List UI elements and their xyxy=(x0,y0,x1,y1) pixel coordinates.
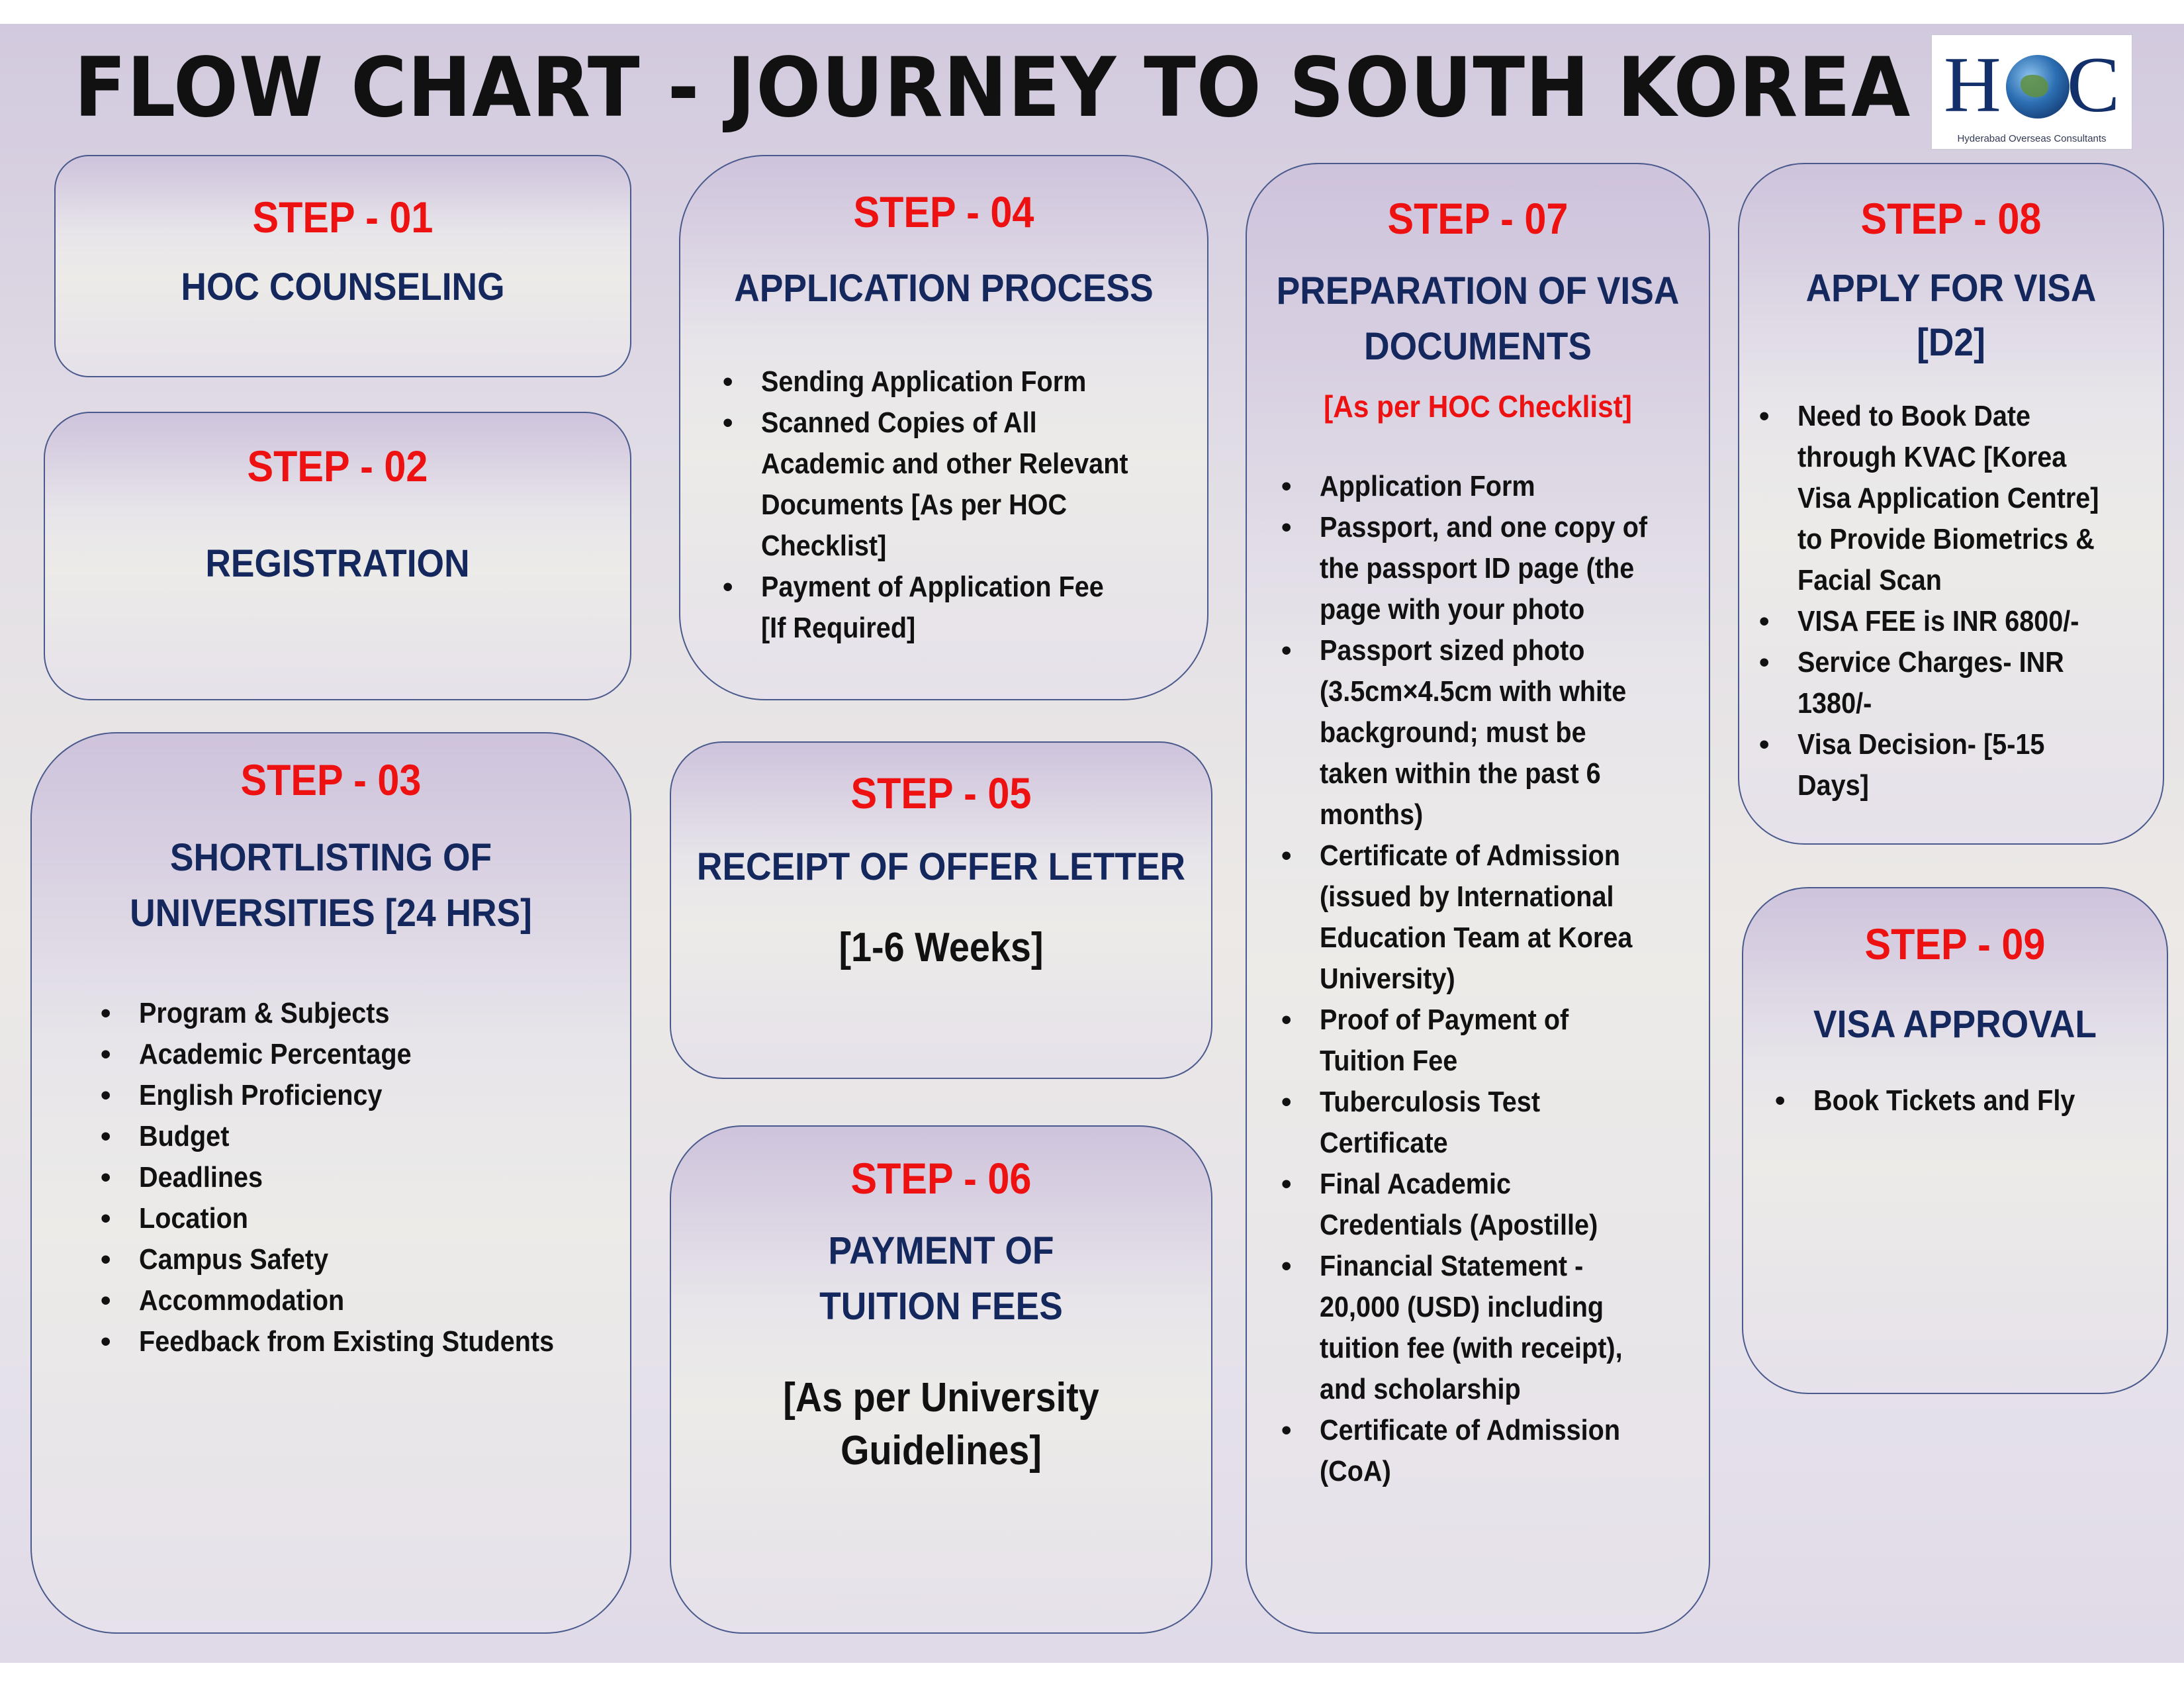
list-item: Application Form xyxy=(1281,466,1698,507)
step-08-box: STEP - 08 APPLY FOR VISA [D2] Need to Bo… xyxy=(1738,163,2164,845)
list-item: Tuberculosis Test Certificate xyxy=(1281,1082,1698,1164)
list-item: Need to Book Date through KVAC [Korea Vi… xyxy=(1759,396,2156,601)
step-heading-line-2: UNIVERSITIES [24 HRS] xyxy=(130,892,532,935)
step-heading-line-1: APPLY FOR VISA xyxy=(1805,267,2097,310)
step-number: STEP - 09 xyxy=(1864,919,2046,968)
step-number: STEP - 08 xyxy=(1860,194,2042,243)
guideline-note-line-2: Guidelines] xyxy=(841,1428,1042,1474)
list-item: Payment of Application Fee [If Required] xyxy=(723,567,1173,649)
step-number: STEP - 06 xyxy=(850,1154,1032,1203)
step-heading-line-2: [D2] xyxy=(1917,321,1985,364)
list-item: Location xyxy=(101,1198,623,1239)
list-item: Book Tickets and Fly xyxy=(1775,1080,2159,1121)
list-item: VISA FEE is INR 6800/- xyxy=(1759,601,2156,642)
list-item: Passport, and one copy of the passport I… xyxy=(1281,507,1698,630)
step-07-box: STEP - 07 PREPARATION OF VISA DOCUMENTS … xyxy=(1246,163,1710,1634)
step-number: STEP - 04 xyxy=(853,187,1034,236)
globe-icon xyxy=(2006,55,2070,118)
hoc-logo: H C Hyderabad Overseas Consultants xyxy=(1931,34,2132,150)
step-01-box: STEP - 01 HOC COUNSELING xyxy=(54,155,631,377)
step-06-box: STEP - 06 PAYMENT OF TUITION FEES [As pe… xyxy=(670,1125,1212,1634)
step-number: STEP - 01 xyxy=(252,193,433,242)
list-item: Academic Percentage xyxy=(101,1034,623,1075)
guideline-note-line-1: [As per University xyxy=(783,1375,1099,1421)
step-09-box: STEP - 09 VISA APPROVAL Book Tickets and… xyxy=(1742,887,2168,1394)
list-item: English Proficiency xyxy=(101,1075,623,1116)
list-item: Program & Subjects xyxy=(101,993,623,1034)
application-list: Sending Application Form Scanned Copies … xyxy=(723,361,1173,649)
step-heading: REGISTRATION xyxy=(205,542,470,585)
visa-application-list: Need to Book Date through KVAC [Korea Vi… xyxy=(1759,396,2156,806)
list-item: Certificate of Admission (CoA) xyxy=(1281,1410,1698,1492)
list-item: Final Academic Credentials (Apostille) xyxy=(1281,1164,1698,1246)
list-item: Visa Decision- [5-15 Days] xyxy=(1759,724,2156,806)
logo-letter-h: H xyxy=(1944,40,2001,128)
step-heading: VISA APPROVAL xyxy=(1813,1003,2097,1046)
step-05-box: STEP - 05 RECEIPT OF OFFER LETTER [1-6 W… xyxy=(670,741,1212,1079)
list-item: Passport sized photo (3.5cm×4.5cm with w… xyxy=(1281,630,1698,835)
step-03-box: STEP - 03 SHORTLISTING OF UNIVERSITIES [… xyxy=(30,732,631,1634)
step-heading: HOC COUNSELING xyxy=(181,265,505,308)
list-item: Feedback from Existing Students xyxy=(101,1321,623,1362)
logo-tagline: Hyderabad Overseas Consultants xyxy=(1957,133,2107,144)
step-number: STEP - 07 xyxy=(1387,194,1569,243)
list-item: Campus Safety xyxy=(101,1239,623,1280)
list-item: Financial Statement - 20,000 (USD) inclu… xyxy=(1281,1246,1698,1410)
step-number: STEP - 05 xyxy=(850,769,1032,818)
duration-note: [1-6 Weeks] xyxy=(839,925,1044,970)
step-heading: APPLICATION PROCESS xyxy=(734,267,1154,310)
list-item: Deadlines xyxy=(101,1157,623,1198)
list-item: Sending Application Form xyxy=(723,361,1173,402)
step-heading: RECEIPT OF OFFER LETTER xyxy=(696,845,1186,888)
list-item: Certificate of Admission (issued by Inte… xyxy=(1281,835,1698,1000)
step-heading-line-1: PAYMENT OF xyxy=(828,1229,1054,1272)
step-heading-line-1: PREPARATION OF VISA xyxy=(1276,269,1680,312)
list-item: Service Charges- INR 1380/- xyxy=(1759,642,2156,724)
visa-documents-list: Application Form Passport, and one copy … xyxy=(1281,466,1698,1492)
step-04-box: STEP - 04 APPLICATION PROCESS Sending Ap… xyxy=(679,155,1208,700)
list-item: Proof of Payment of Tuition Fee xyxy=(1281,1000,1698,1082)
step-heading-line-2: TUITION FEES xyxy=(819,1285,1063,1328)
list-item: Scanned Copies of All Academic and other… xyxy=(723,402,1173,567)
criteria-list: Program & Subjects Academic Percentage E… xyxy=(101,993,623,1362)
step-number: STEP - 02 xyxy=(247,442,428,491)
step-number: STEP - 03 xyxy=(240,755,422,804)
checklist-subtitle: [As per HOC Checklist] xyxy=(1324,389,1632,424)
step-heading-line-2: DOCUMENTS xyxy=(1364,325,1592,368)
step-02-box: STEP - 02 REGISTRATION xyxy=(44,412,631,700)
step-heading-line-1: SHORTLISTING OF xyxy=(169,836,492,879)
page-title: FLOW CHART - JOURNEY TO SOUTH KOREA xyxy=(74,40,1911,136)
approval-list: Book Tickets and Fly xyxy=(1775,1080,2159,1121)
logo-letter-c: C xyxy=(2067,40,2120,128)
list-item: Accommodation xyxy=(101,1280,623,1321)
list-item: Budget xyxy=(101,1116,623,1157)
